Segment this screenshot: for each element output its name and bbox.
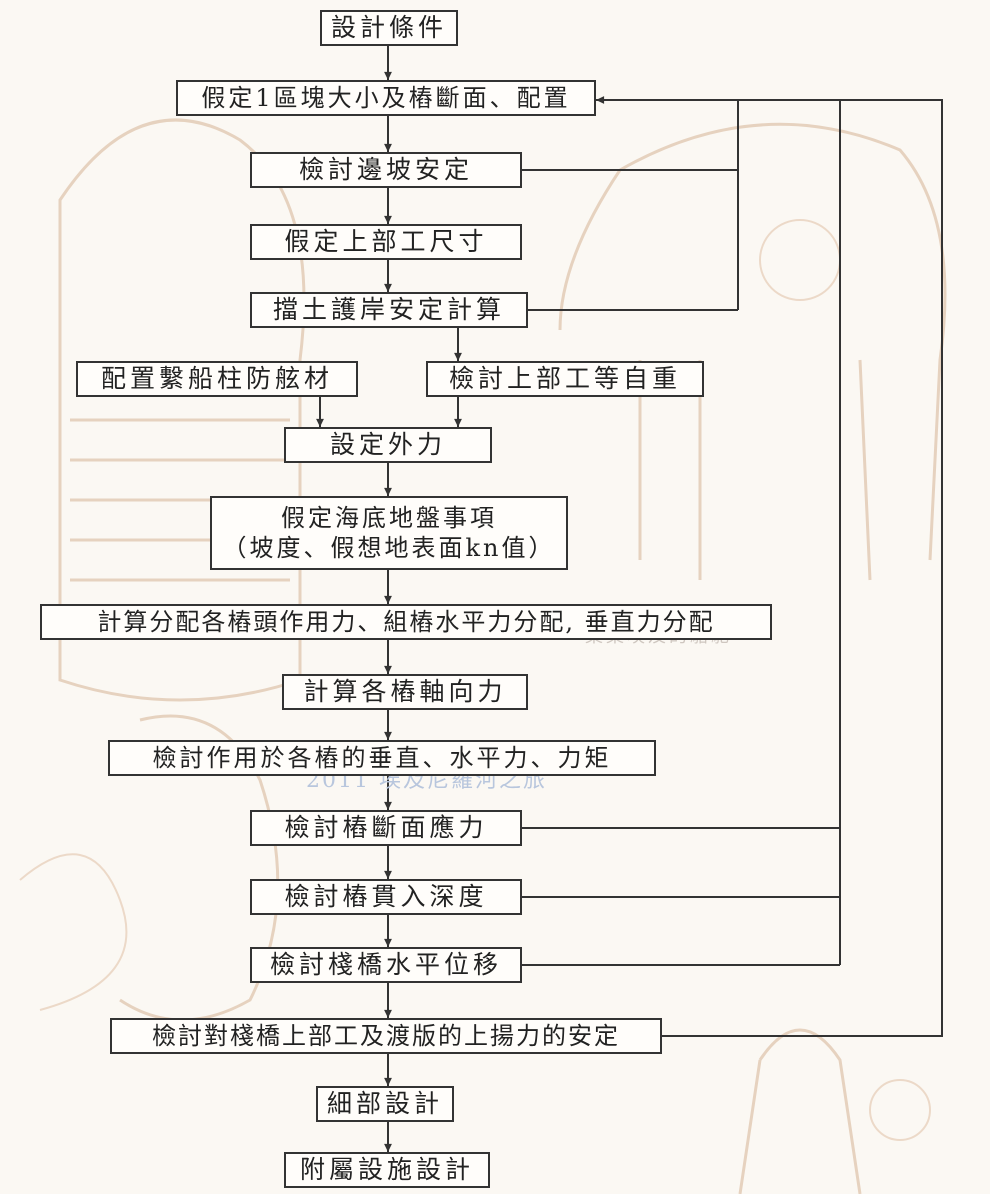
- lantern-sketch: [740, 1030, 860, 1194]
- step-retaining-revetment-calc: 擋土護岸安定計算: [250, 292, 528, 328]
- step-check-pile-penetration: 檢討樁貫入深度: [250, 879, 522, 915]
- step-detail-design: 細部設計: [316, 1086, 454, 1122]
- step-place-bollard-fender: 配置繫船柱防舷材: [76, 361, 358, 397]
- step-pile-head-force-distribution: 計算分配各樁頭作用力、組樁水平力分配, 垂直力分配: [40, 604, 772, 640]
- step-check-slope-stability: 檢討邊坡安定: [250, 152, 522, 188]
- step-check-self-weight: 檢討上部工等自重: [426, 361, 704, 397]
- step-ancillary-design: 附屬設施設計: [284, 1152, 490, 1188]
- step-check-pile-stress: 檢討樁斷面應力: [250, 810, 522, 846]
- camel-sketch: [560, 124, 945, 580]
- step-assume-block-and-pile: 假定1區塊大小及樁斷面、配置: [176, 80, 596, 116]
- step-pile-axial-force: 計算各樁軸向力: [282, 674, 528, 710]
- step-assume-seabed: 假定海底地盤事項 （坡度、假想地表面kn值）: [210, 496, 568, 570]
- step-check-uplift-stability: 檢討對棧橋上部工及渡版的上揚力的安定: [110, 1018, 662, 1054]
- step-set-external-force: 設定外力: [284, 427, 492, 463]
- step-design-conditions: 設計條件: [320, 10, 458, 46]
- step-check-pier-displacement: 檢討棧橋水平位移: [250, 947, 522, 983]
- step-check-pile-forces: 檢討作用於各樁的垂直、水平力、力矩: [108, 740, 656, 776]
- step-assume-superstructure-size: 假定上部工尺寸: [250, 224, 522, 260]
